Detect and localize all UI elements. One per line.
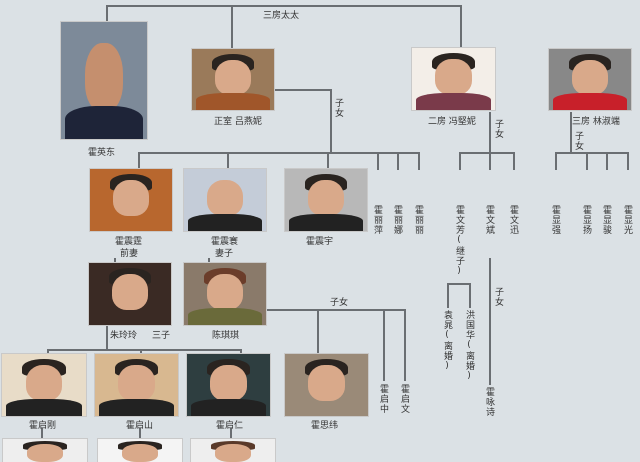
name-grandchild: 霍启文 [399,384,409,414]
name-grandson: 霍启山 [126,421,154,431]
photo-grandson3 [186,353,271,417]
photo-wife2 [411,47,496,111]
name-child: 霍文迅 [508,205,518,235]
name-daughter: 霍丽娜 [392,205,402,235]
name-spouse2: 陈琪琪 [212,331,240,341]
photo-grandson2 [94,353,179,417]
name-wife2: 二房 冯堅妮 [428,117,476,127]
third-wife-label: 三房太太 [263,11,300,21]
photo-granddaughter [284,353,369,417]
photo-wife1 [191,48,275,111]
connector [460,5,462,47]
name-grandchild: 霍启中 [378,384,388,414]
photo-spouse1 [88,262,172,326]
connector [106,5,108,21]
photo-spouse-partial [2,438,88,462]
son2-note: 妻子 [215,249,234,259]
photo-huo-yingdong [60,21,148,140]
photo-son3 [284,168,368,232]
photo-spouse-partial [97,438,183,462]
name-wenbin-child: 霍咏诗 [484,387,494,417]
photo-spouse-partial [190,438,276,462]
children-label: 子女 [573,131,583,151]
photo-son1 [89,168,173,232]
connector [570,112,572,152]
name-son2: 霍震寰 [211,237,239,247]
name-child: 霍显光 [622,205,632,235]
photo-wife3 [548,48,632,111]
connector [231,5,233,48]
name-child: 霍文芳(继子) [454,205,464,277]
connector [106,5,462,7]
name-spouse: 袁晁(离婚) [442,310,452,372]
name-child: 霍显强 [550,205,560,235]
connector [330,89,332,152]
name-grandson: 霍启仁 [216,421,244,431]
connector [489,112,491,152]
connector [138,152,420,154]
three-sons-label: 三子 [152,331,171,341]
name-spouse: 洪国华(离婚) [464,310,474,382]
name-spouse1: 朱玲玲 [110,331,138,341]
name-wife1: 正室 吕燕妮 [214,117,262,127]
children-label: 子女 [493,119,503,139]
children-label: 子女 [333,98,343,118]
photo-spouse2 [183,262,267,326]
name-daughter: 霍丽丽 [413,205,423,235]
name-daughter: 霍丽萍 [372,205,382,235]
name-granddaughter: 霍思纬 [311,421,339,431]
name-grandson: 霍启刚 [29,421,57,431]
name-wife3: 三房 林淑端 [572,117,620,127]
name-child: 霍显骏 [601,205,611,235]
name-son1: 霍震霆 [115,237,143,247]
name-child: 霍显扬 [581,205,591,235]
photo-grandson1 [1,353,87,417]
photo-son2 [183,168,267,232]
children-label: 子女 [330,298,349,308]
children-label: 子女 [493,287,503,307]
son1-note: 前妻 [120,249,139,259]
connector [274,89,331,91]
name-huo-yingdong: 霍英东 [88,148,116,158]
name-son3: 霍震宇 [306,237,334,247]
name-child: 霍文斌 [484,205,494,235]
